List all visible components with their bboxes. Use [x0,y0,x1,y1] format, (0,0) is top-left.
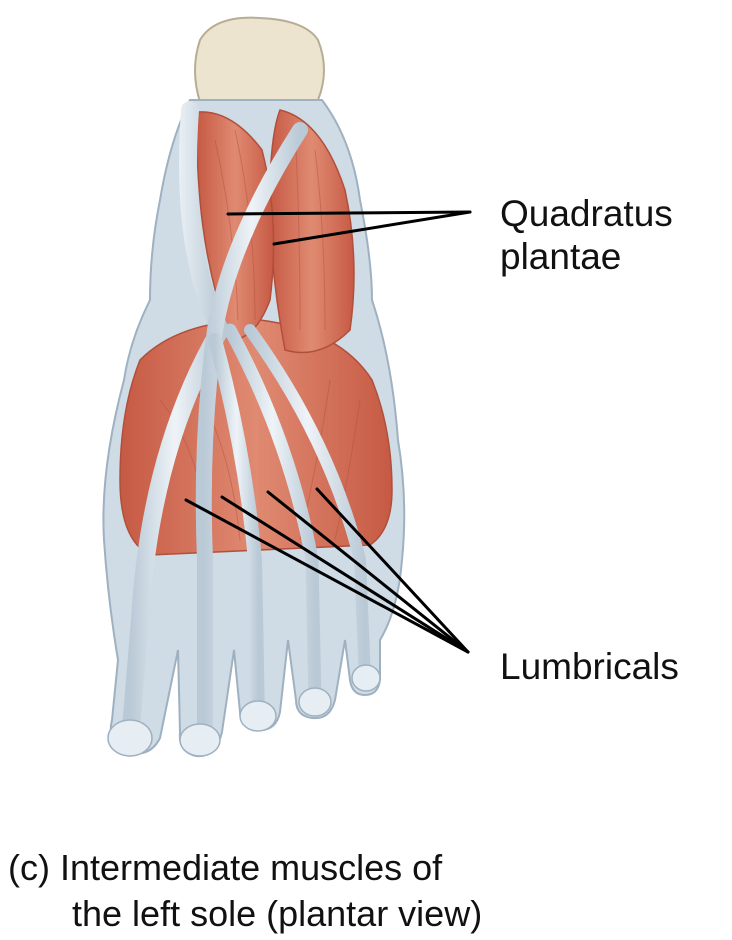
caption-line-1: (c) Intermediate muscles of [8,847,443,888]
toe-tips [107,664,381,757]
quadratus-leader-1 [226,210,472,216]
lumbrical-leader-2 [220,495,470,654]
figure-caption: (c) Intermediate muscles of the left sol… [8,845,482,937]
quadratus-leader-2 [272,210,472,246]
lumbrical-leader-4 [315,487,470,654]
calcaneus-bone [194,16,325,104]
caption-line-2: the left sole (plantar view) [72,893,483,934]
lumbricals-label: Lumbricals [500,646,679,687]
quadratus-label-line-1: Quadratus [500,193,673,234]
quadratus-label-line-2: plantae [500,235,622,277]
lumbrical-leader-3 [266,490,470,654]
quadratus-plantae-label: Quadratus plantae [500,193,673,278]
leader-lines [184,210,472,654]
lumbrical-leader-1 [184,498,470,654]
flexor-tendons [121,101,371,749]
